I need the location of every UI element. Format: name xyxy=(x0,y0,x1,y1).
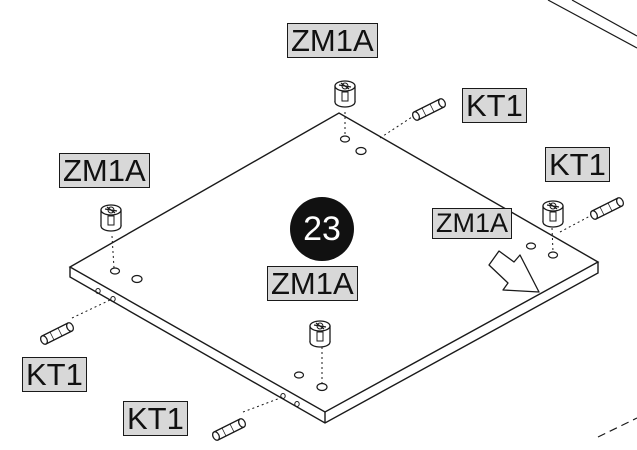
wooden-dowel-icon xyxy=(588,195,626,222)
cam-lock-fitting-icon xyxy=(542,200,564,228)
cam-lock-fitting-icon xyxy=(100,204,122,232)
cam-lock-fitting-icon xyxy=(334,80,356,108)
edge-holes xyxy=(95,288,300,407)
label-top-dowel: KT1 xyxy=(462,88,527,123)
label-right-dowel: KT1 xyxy=(545,147,610,182)
adjacent-panel-dashed xyxy=(597,417,637,438)
label-right-cam: ZM1A xyxy=(432,208,513,239)
wooden-dowel-icon xyxy=(38,320,76,347)
guide-lines xyxy=(71,112,593,413)
cam-lock-fitting-icon xyxy=(309,320,331,348)
direction-arrow-icon xyxy=(488,250,540,293)
label-bottom-dowel: KT1 xyxy=(123,401,188,436)
panel-board xyxy=(68,112,600,424)
label-left-dowel: KT1 xyxy=(22,357,87,392)
wooden-dowel-icon xyxy=(210,416,248,443)
step-number-badge: 23 xyxy=(290,197,354,261)
label-left-cam: ZM1A xyxy=(59,153,150,188)
adjacent-panel-edge xyxy=(547,0,637,49)
wooden-dowel-icon xyxy=(410,96,448,123)
label-top-cam: ZM1A xyxy=(287,23,378,58)
label-center-cam: ZM1A xyxy=(267,266,358,301)
